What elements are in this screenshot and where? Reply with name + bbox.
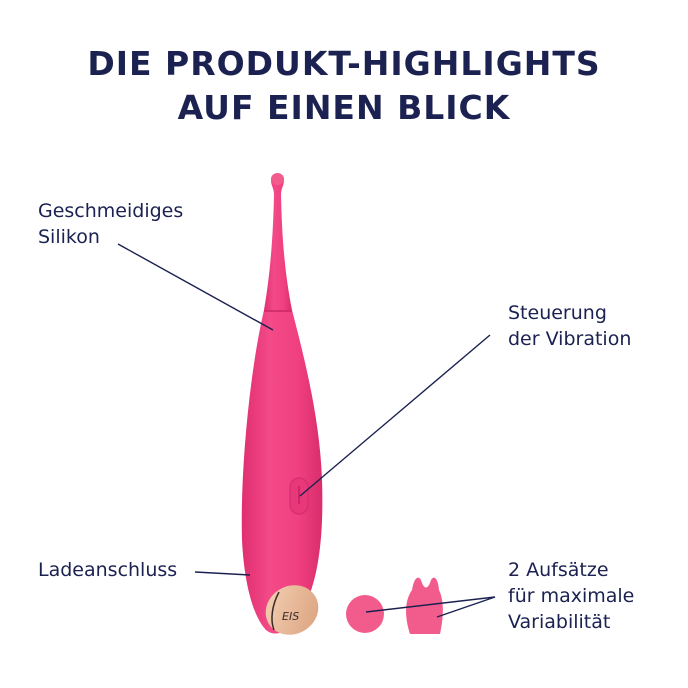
callout-control-line2: der Vibration — [508, 328, 632, 350]
charging-port-icon — [265, 585, 319, 635]
callout-attachments: 2 Aufsätze für maximale Variabilität — [508, 557, 634, 635]
callout-control: Steuerung der Vibration — [508, 300, 631, 352]
callout-attachments-line3: Variabilität — [508, 611, 611, 633]
callout-lines — [117, 243, 496, 618]
brand-logo: EIS — [282, 610, 299, 623]
page-title-line-1: DIE PRODUKT-HIGHLIGHTS — [87, 44, 601, 83]
page-title-line-2: AUF EINEN BLICK — [177, 88, 511, 127]
vibrator-tip — [264, 173, 292, 310]
callout-charging: Ladeanschluss — [38, 557, 177, 583]
callout-silicone-line1: Geschmeidiges — [38, 200, 184, 222]
callout-attachments-line2: für maximale — [508, 585, 635, 607]
callout-attachments-line1: 2 Aufsätze — [508, 559, 609, 581]
attachment-round — [346, 595, 384, 633]
callout-silicone-line2: Silikon — [38, 226, 100, 248]
vibrator-body: EIS — [241, 310, 323, 635]
callout-control-line1: Steuerung — [508, 302, 607, 324]
callout-silicone: Geschmeidiges Silikon — [38, 198, 183, 250]
callout-charging-line1: Ladeanschluss — [38, 559, 178, 581]
